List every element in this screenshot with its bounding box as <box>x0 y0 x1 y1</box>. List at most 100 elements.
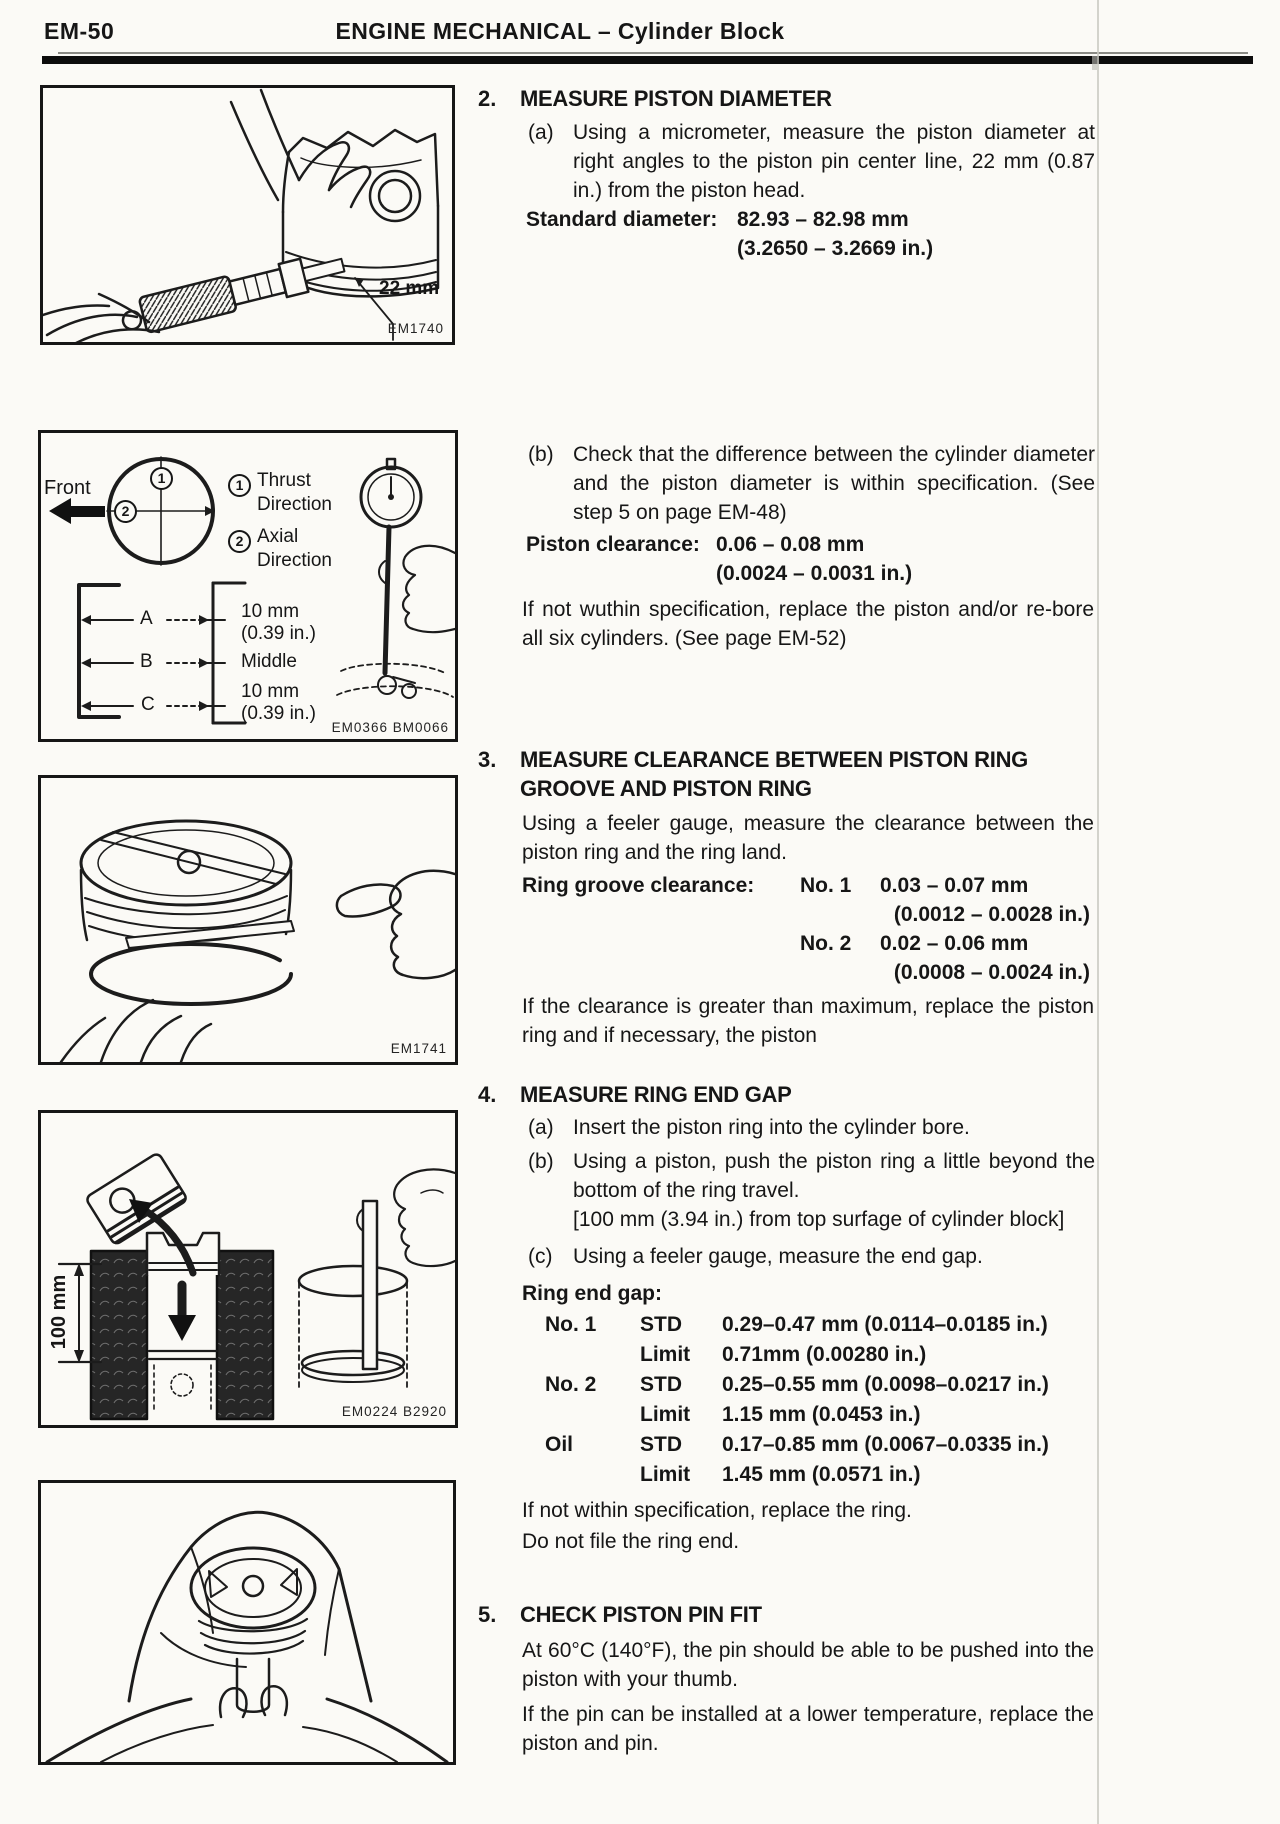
step-number: 5. <box>478 1602 497 1627</box>
step-3-intro: Using a feeler gauge, measure the cleara… <box>522 812 1094 864</box>
measure-points-illustration <box>49 456 455 725</box>
piston-clearance-spec: Piston clearance: 0.06 – 0.08 mm (0.0024… <box>470 530 1095 588</box>
no2-value-in: (0.0008 – 0.0024 in.) <box>893 961 1090 984</box>
figure-code: EM0224 B2920 <box>341 1404 447 1419</box>
gap-row: Limit 0.71mm (0.00280 in.) <box>470 1340 1095 1370</box>
figure-ring-groove-clearance: EM1741 <box>38 775 458 1065</box>
gap-ring-name: Oil <box>545 1433 574 1456</box>
page-title: ENGINE MECHANICAL – Cylinder Block <box>0 18 1120 45</box>
piston-feeler-illustration <box>59 819 455 1062</box>
dim-bottom-mm: 10 mm <box>241 681 300 702</box>
no1-value-in: (0.0012 – 0.0028 in.) <box>893 903 1090 926</box>
item-text: Using a micrometer, measure the piston d… <box>573 121 1095 202</box>
gap-type: Limit <box>640 1343 691 1366</box>
dim-middle: Middle <box>241 651 297 672</box>
legend-2-badge: 2 <box>228 530 251 553</box>
step-number: 3. <box>478 747 497 772</box>
step-4c-item: (c) Using a feeler gauge, measure the en… <box>470 1242 1095 1271</box>
no2-label: No. 2 <box>800 932 852 955</box>
spec-value-in: (3.2650 – 3.2669 in.) <box>737 237 934 260</box>
spec-values: 82.93 – 82.98 mm (3.2650 – 3.2669 in.) <box>737 205 933 263</box>
step-2-block: 2. MEASURE PISTON DIAMETER (a) Using a m… <box>470 84 1095 263</box>
gap-type: Limit <box>640 1463 691 1486</box>
note-text: If not within specification, replace the… <box>522 1499 912 1522</box>
gap-type: STD <box>640 1433 682 1456</box>
spec-label: Ring groove clearance: <box>522 874 755 897</box>
measure-row-b: B <box>140 651 153 672</box>
step-title: CHECK PISTON PIN FIT <box>520 1602 762 1627</box>
step-3-block: 3. MEASURE CLEARANCE BETWEEN PISTON RING… <box>470 745 1095 1050</box>
step-4-block: 4. MEASURE RING END GAP (a) Insert the p… <box>470 1080 1095 1556</box>
scan-artifact-line <box>1097 0 1099 1824</box>
item-label: (a) <box>528 121 554 144</box>
item-text-main: Using a piston, push the piston ring a l… <box>573 1150 1095 1202</box>
gap-type: Limit <box>640 1403 691 1426</box>
figure-piston-pin-fit <box>38 1480 456 1765</box>
dim-bottom-in: (0.39 in.) <box>241 703 316 724</box>
ring-end-gap-illustration <box>57 1153 455 1421</box>
gap-ring-name: No. 2 <box>545 1373 597 1396</box>
piston-pin-illustration <box>45 1510 449 1762</box>
spec-label: Standard diameter: <box>526 208 718 231</box>
step-number: 4. <box>478 1082 497 1107</box>
legend-axial-direction: Axial Direction <box>257 526 332 571</box>
gap-value: 0.25–0.55 mm (0.0098–0.0217 in.) <box>722 1373 1049 1396</box>
item-text: Check that the difference between the cy… <box>573 443 1095 524</box>
step-4a-item: (a) Insert the piston ring into the cyli… <box>470 1113 1095 1142</box>
item-label: (b) <box>528 1150 554 1173</box>
gap-ring-name: No. 1 <box>545 1313 597 1336</box>
step-3-heading: 3. MEASURE CLEARANCE BETWEEN PISTON RING… <box>470 745 1095 803</box>
no1-label: No. 1 <box>800 874 852 897</box>
step-title: MEASURE RING END GAP <box>520 1082 792 1107</box>
dim-top-mm: 10 mm <box>241 601 300 622</box>
header-rule-thick <box>42 56 1253 64</box>
spec-value-mm: 0.06 – 0.08 mm <box>716 533 865 556</box>
header-rule-thin <box>58 52 1248 54</box>
step-4b-item: (b) Using a piston, push the piston ring… <box>470 1147 1095 1234</box>
ring-groove-spec-line1: Ring groove clearance: No. 1 0.03 – 0.07… <box>470 871 1095 900</box>
gap-value: 1.15 mm (0.0453 in.) <box>722 1403 921 1426</box>
circled-1-badge: 1 <box>150 467 173 490</box>
item-text: Using a feeler gauge, measure the end ga… <box>573 1245 983 1268</box>
item-label: (b) <box>528 443 554 466</box>
dim-top-in: (0.39 in.) <box>241 623 316 644</box>
spec-label: Piston clearance: <box>526 533 700 556</box>
spec-value-in: (0.0024 – 0.0031 in.) <box>716 562 913 585</box>
step-2a-item: (a) Using a micrometer, measure the pist… <box>470 118 1095 205</box>
gap-type: STD <box>640 1373 682 1396</box>
legend-1-badge: 1 <box>228 474 251 497</box>
figure-ring-end-gap: 100 mm EM0224 B2920 <box>38 1110 458 1428</box>
ring-end-gap-table: No. 1 STD 0.29–0.47 mm (0.0114–0.0185 in.)… <box>470 1310 1095 1490</box>
no2-value-mm: 0.02 – 0.06 mm <box>880 932 1029 955</box>
item-text-bracket-note: [100 mm (3.94 in.) from top surfage of c… <box>573 1208 1065 1231</box>
step-4-heading: 4. MEASURE RING END GAP <box>470 1080 1095 1109</box>
gap-row: No. 1 STD 0.29–0.47 mm (0.0114–0.0185 in.) <box>470 1310 1095 1340</box>
ring-groove-spec-line2: No. 2 0.02 – 0.06 mm <box>470 929 1095 958</box>
item-label: (c) <box>528 1245 553 1268</box>
figure-code: EM1740 <box>387 321 444 336</box>
step-5-paragraph-1: At 60°C (140°F), the pin should be able … <box>522 1639 1094 1691</box>
note-text: If the clearance is greater than maximum… <box>522 995 1094 1047</box>
gap-row: Limit 1.15 mm (0.0453 in.) <box>470 1400 1095 1430</box>
gap-row: No. 2 STD 0.25–0.55 mm (0.0098–0.0217 in.) <box>470 1370 1095 1400</box>
step-title: MEASURE PISTON DIAMETER <box>520 86 832 111</box>
standard-diameter-spec: Standard diameter: 82.93 – 82.98 mm (3.2… <box>470 205 1095 263</box>
step-2b-item: (b) Check that the difference between th… <box>470 440 1095 527</box>
gap-row: Limit 1.45 mm (0.0571 in.) <box>470 1460 1095 1490</box>
gap-value: 1.45 mm (0.0571 in.) <box>722 1463 921 1486</box>
note-text: Do not file the ring end. <box>522 1530 740 1553</box>
gap-value: 0.29–0.47 mm (0.0114–0.0185 in.) <box>722 1313 1048 1336</box>
step-5-block: 5. CHECK PISTON PIN FIT At 60°C (140°F),… <box>470 1600 1095 1758</box>
ring-end-gap-label: Ring end gap: <box>522 1282 662 1305</box>
step-number: 2. <box>478 86 497 111</box>
spec-value-mm: 82.93 – 82.98 mm <box>737 208 909 231</box>
step-5-heading: 5. CHECK PISTON PIN FIT <box>470 1600 1095 1629</box>
micrometer-illustration <box>43 88 440 342</box>
gap-value: 0.71mm (0.00280 in.) <box>722 1343 927 1366</box>
figure-measure-points: Front 1 2 1 Thrust Direction 2 Axial Dir… <box>38 430 458 742</box>
measure-row-a: A <box>140 608 153 629</box>
page-number: EM-50 <box>44 18 115 44</box>
measure-row-c: C <box>141 694 155 715</box>
gap-type: STD <box>640 1313 682 1336</box>
